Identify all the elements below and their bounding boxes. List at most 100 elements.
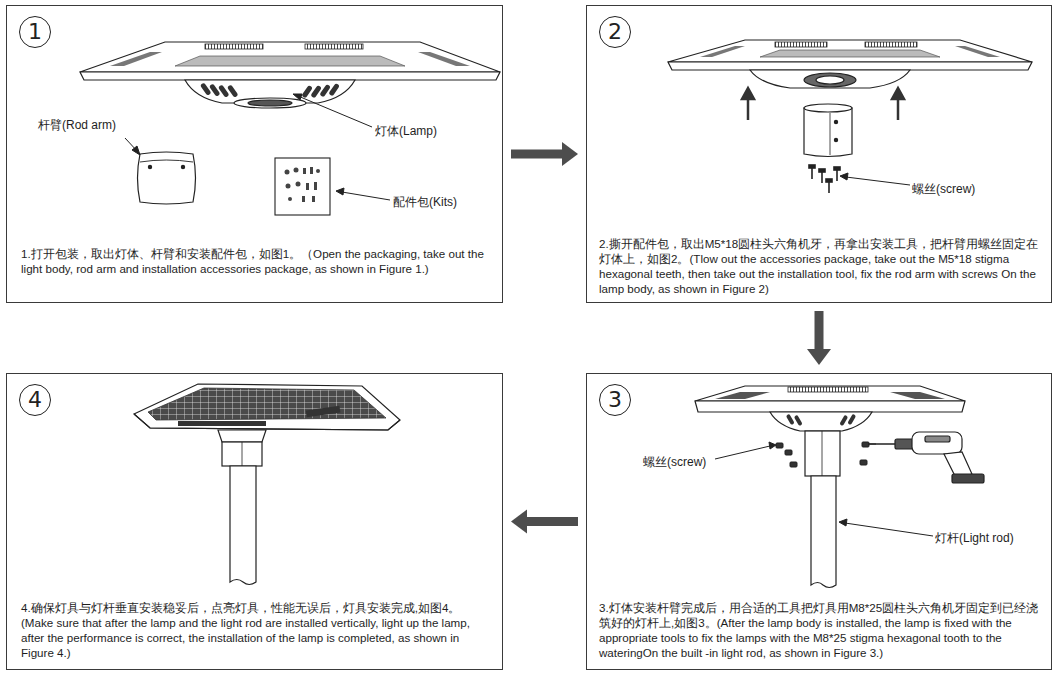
lamp-drawing-part-part bbox=[209, 83, 221, 97]
lamp-drawing-part-part bbox=[218, 84, 230, 98]
drill-drawing-part bbox=[895, 439, 913, 449]
kits-drawing-part-part bbox=[306, 183, 309, 190]
lamp-drawing bbox=[80, 42, 500, 108]
step-number: 4 bbox=[20, 385, 50, 414]
lamp-drawing-part bbox=[811, 476, 836, 588]
lamp-drawing-part bbox=[865, 42, 917, 47]
screw-drawing-part bbox=[836, 170, 838, 181]
lamp-drawing-part bbox=[786, 414, 856, 427]
lamp-drawing-part bbox=[306, 406, 341, 418]
kits-drawing-part-part bbox=[312, 196, 315, 202]
step-number: 1 bbox=[20, 17, 50, 46]
lamp-drawing-part bbox=[80, 72, 500, 80]
lamp-drawing-part-part bbox=[839, 415, 848, 427]
lamp-drawing-part bbox=[788, 387, 868, 392]
lamp-drawing-part bbox=[234, 98, 306, 108]
lamp-drawing-part bbox=[205, 44, 263, 49]
screw-drawing-part bbox=[809, 165, 815, 168]
kits-drawing-part-part bbox=[286, 184, 291, 189]
step-number-circle: 1 bbox=[19, 16, 51, 48]
drill-drawing-part bbox=[925, 436, 950, 442]
lamp-drawing-part bbox=[750, 70, 910, 88]
screw-drawing-part bbox=[834, 167, 840, 170]
lamp-drawing-part-part bbox=[847, 414, 856, 426]
kits-drawing-part-part bbox=[294, 168, 299, 173]
rod-arm-drawing-part bbox=[181, 165, 184, 168]
screw-drawing-part bbox=[776, 443, 783, 448]
screw-drawing bbox=[776, 442, 876, 467]
leader-line-part bbox=[839, 519, 847, 526]
kits-drawing-part-part bbox=[288, 197, 292, 201]
step-panel: 1.打开包装，取出灯体、杆臂和安装配件包，如图1。（Open the packa… bbox=[6, 5, 503, 303]
step-arrow bbox=[807, 311, 831, 365]
direction-arrow-part bbox=[897, 98, 900, 120]
lamp-drawing-part-part bbox=[310, 85, 322, 99]
lamp-drawing-part bbox=[890, 392, 945, 399]
lamp-drawing-part bbox=[770, 412, 872, 431]
step-panel: 3.灯体安装杆臂完成后，用合适的工具把灯具用M8*25圆柱头六角机牙固定到已经浇… bbox=[586, 373, 1052, 670]
lamp-drawing bbox=[695, 386, 965, 588]
lamp-drawing-part bbox=[804, 73, 856, 87]
screw-drawing-part bbox=[869, 444, 876, 445]
screw-drawing-part bbox=[860, 460, 867, 465]
rod-arm-drawing-part bbox=[834, 120, 837, 123]
lamp-drawing-part-part bbox=[227, 84, 239, 98]
drill-drawing-part bbox=[952, 474, 984, 483]
kits-drawing-part-part bbox=[296, 182, 301, 187]
rod-arm-drawing-part bbox=[804, 104, 852, 112]
lamp-drawing-part bbox=[134, 384, 400, 430]
direction-arrow-part bbox=[892, 88, 904, 99]
lamp-drawing-part bbox=[200, 82, 340, 98]
kits-drawing-part bbox=[285, 167, 321, 202]
drill-drawing-part bbox=[868, 443, 896, 445]
lamp-drawing-part-part bbox=[301, 85, 313, 99]
step-number-circle: 4 bbox=[19, 384, 51, 416]
screw-drawing-part bbox=[862, 442, 869, 447]
lamp-drawing-part bbox=[715, 392, 770, 399]
leader-line-part bbox=[845, 523, 933, 536]
step-caption: 3.灯体安装杆臂完成后，用合适的工具把灯具用M8*25圆柱头六角机牙固定到已经浇… bbox=[599, 600, 1045, 660]
lamp-drawing-part bbox=[668, 62, 1032, 70]
lamp-drawing-part bbox=[668, 40, 1032, 62]
lamp-drawing-part bbox=[760, 50, 940, 57]
lamp-drawing-part-part bbox=[786, 414, 795, 426]
lamp-drawing-part bbox=[134, 414, 400, 430]
screw-drawing-part bbox=[785, 450, 792, 455]
rod-arm-drawing-part bbox=[148, 165, 151, 168]
leader-line-part bbox=[342, 192, 390, 200]
screw-drawing-part bbox=[828, 182, 830, 193]
arrow-shaft bbox=[526, 517, 578, 526]
step-arrow bbox=[511, 510, 578, 534]
step-number: 3 bbox=[600, 385, 630, 414]
leader-line-part bbox=[336, 188, 344, 195]
lamp-drawing-part bbox=[218, 430, 266, 442]
step-caption: 2.撕开配件包，取出M5*18圆柱头六角机牙，再拿出安装工具，把杆臂用螺丝固定在… bbox=[599, 236, 1045, 296]
leader-line-part bbox=[298, 96, 372, 127]
lamp-drawing-part bbox=[242, 442, 243, 466]
screw-drawing-part bbox=[826, 179, 832, 182]
step-caption: 4.确保灯具与灯杆垂直安装稳妥后，点亮灯具，性能无误后，灯具安装完成,如图4。(… bbox=[21, 600, 489, 660]
lamp-drawing-part bbox=[80, 42, 500, 72]
lamp-drawing-part bbox=[222, 442, 262, 466]
part-label: 灯杆(Light rod) bbox=[935, 531, 1014, 545]
step-arrow bbox=[511, 142, 578, 166]
step-panel: 4.确保灯具与灯杆垂直安装稳妥后，点亮灯具，性能无误后，灯具安装完成,如图4。(… bbox=[6, 373, 503, 670]
kits-drawing-part-part bbox=[302, 196, 305, 202]
lamp-drawing bbox=[134, 384, 400, 585]
part-label: 螺丝(screw) bbox=[643, 455, 706, 469]
kits-drawing-part bbox=[275, 158, 330, 215]
lamp-drawing-part bbox=[816, 76, 844, 84]
kits-drawing bbox=[275, 158, 330, 215]
screw-drawing-part bbox=[811, 168, 813, 179]
lamp-drawing-part bbox=[695, 386, 965, 401]
kits-drawing-part-part bbox=[314, 182, 317, 190]
screw-drawing-part bbox=[819, 169, 825, 172]
screw-drawing bbox=[809, 165, 840, 193]
step-number: 2 bbox=[600, 17, 630, 46]
lamp-drawing-part bbox=[700, 46, 745, 57]
lamp-drawing-part bbox=[185, 80, 355, 103]
